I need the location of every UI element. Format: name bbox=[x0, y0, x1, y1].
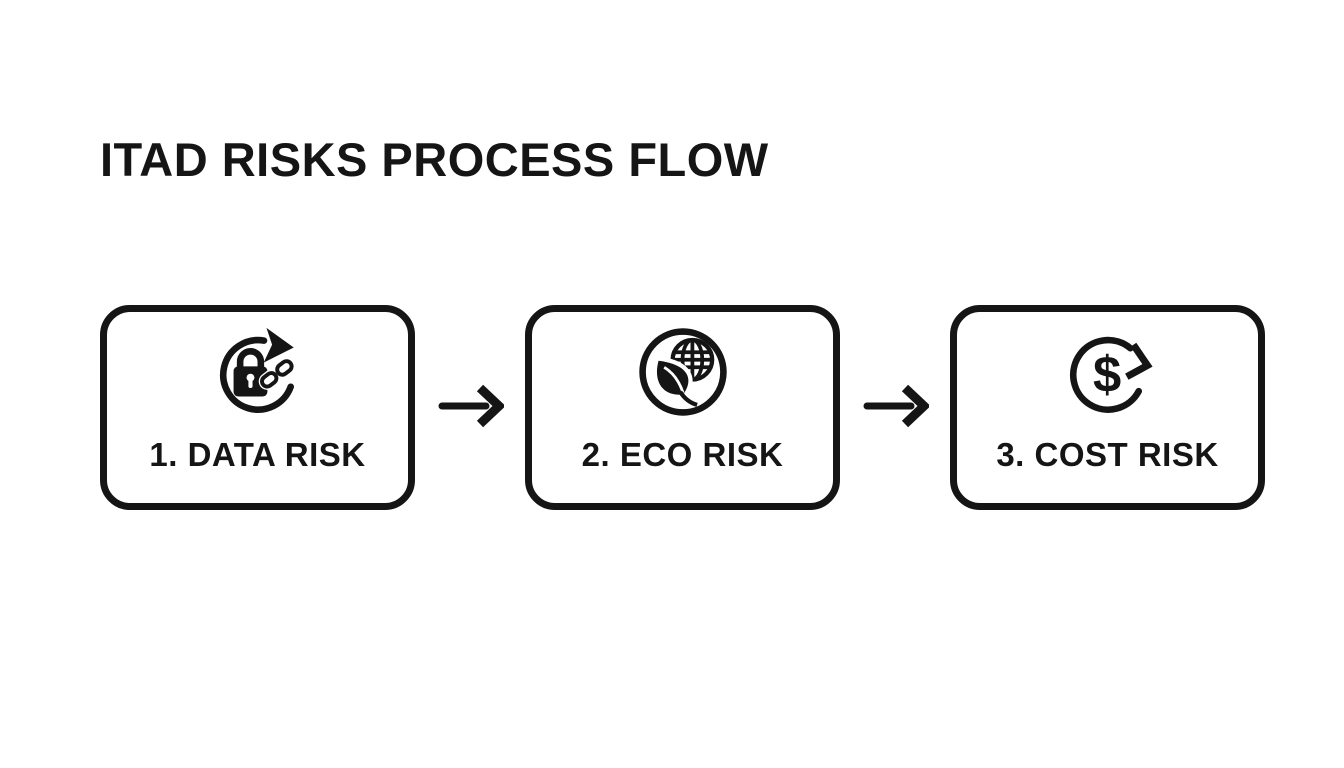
step-label-eco-risk: 2. ECO RISK bbox=[581, 436, 784, 473]
lock-sync-broken-link-icon bbox=[219, 327, 295, 413]
dollar-cycle-icon: $ bbox=[1069, 336, 1153, 413]
step-label-data-risk: 1. DATA RISK bbox=[149, 436, 366, 473]
page-title: ITAD RISKS PROCESS FLOW bbox=[100, 133, 769, 186]
arrow-right-icon bbox=[863, 384, 929, 428]
step-box-eco-risk: 2. ECO RISK bbox=[525, 305, 840, 510]
step-box-cost-risk: $ 3. COST RISK bbox=[950, 305, 1265, 510]
arrow-right-icon bbox=[438, 384, 504, 428]
globe-leaf-icon bbox=[638, 328, 727, 416]
svg-text:$: $ bbox=[1092, 346, 1120, 403]
step-label-cost-risk: 3. COST RISK bbox=[996, 436, 1219, 473]
step-box-data-risk: 1. DATA RISK bbox=[100, 305, 415, 510]
process-flow: 1. DATA RISK bbox=[0, 305, 1344, 510]
